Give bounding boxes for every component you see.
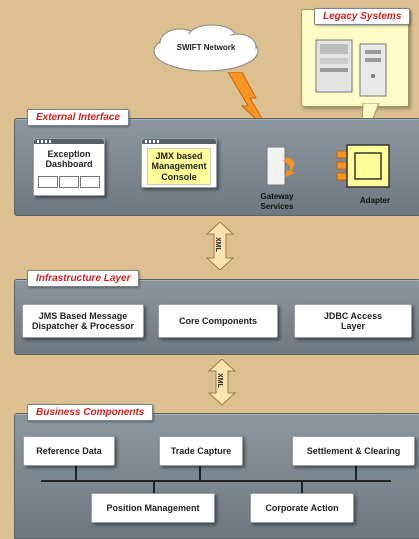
settlement-clearing-box: Settlement & Clearing: [292, 436, 415, 466]
xml-label: XML: [215, 373, 223, 388]
core-components-label: Core Components: [178, 315, 257, 326]
adapter-icon: [336, 144, 390, 188]
legacy-systems-callout: Legacy Systems: [301, 8, 411, 107]
gateway-server-icon: [266, 146, 295, 186]
adapter-label: Adapter: [359, 196, 391, 205]
swift-network-cloud: SWIFT Network: [150, 23, 262, 75]
corporate-action-label: Corporate Action: [265, 502, 339, 513]
gateway-services-label-1: Gateway: [260, 192, 294, 201]
dashboard-widget: [59, 175, 79, 188]
jmx-label-2: Management: [151, 161, 207, 172]
jmx-label-3: Console: [161, 171, 197, 182]
xml-label: XML: [213, 237, 221, 252]
connector-tick: [75, 466, 77, 481]
jms-label-2: Dispatcher & Processor: [31, 321, 135, 331]
exception-dashboard-box: Exception Dashboard: [33, 138, 105, 196]
jdbc-label-1: JDBC Access: [323, 310, 383, 321]
reference-data-label: Reference Data: [36, 445, 102, 456]
corporate-action-box: Corporate Action: [250, 493, 354, 523]
jmx-console-box: JMX based Management Console: [141, 138, 217, 188]
external-interface-title: External Interface: [27, 109, 129, 126]
lightning-bolt-icon: [227, 72, 271, 133]
external-interface-panel: External Interface Exception Dashboard J…: [14, 109, 419, 216]
core-components-box: Core Components: [158, 304, 278, 338]
legacy-systems-title: Legacy Systems: [314, 8, 411, 25]
exception-dashboard-label-2: Dashboard: [45, 159, 93, 170]
cloud-icon: [153, 24, 259, 72]
gateway-services-label-2: Services: [260, 202, 294, 211]
connector-tick: [301, 481, 303, 493]
trade-capture-label: Trade Capture: [170, 445, 232, 456]
position-management-box: Position Management: [91, 493, 215, 523]
jms-dispatcher-box: JMS Based Message Dispatcher & Processor: [22, 304, 144, 338]
connector-line: [41, 480, 391, 482]
trade-capture-box: Trade Capture: [159, 436, 243, 466]
business-components-panel: Business Components Reference Data Trade…: [14, 404, 419, 539]
connector-tick: [355, 466, 357, 481]
legacy-server-icon: [315, 39, 387, 97]
infrastructure-layer-panel: Infrastructure Layer JMS Based Message D…: [14, 270, 419, 355]
jms-label-1: JMS Based Message: [38, 310, 128, 321]
business-components-title: Business Components: [27, 404, 154, 421]
dashboard-widget: [38, 175, 58, 188]
connector-tick: [153, 481, 155, 493]
infrastructure-layer-title: Infrastructure Layer: [27, 270, 140, 287]
jmx-label-1: JMX based: [155, 151, 203, 161]
jdbc-access-box: JDBC Access Layer: [294, 304, 412, 338]
xml-double-arrow-icon: [205, 222, 235, 270]
jdbc-label-2: Layer: [340, 321, 366, 331]
settlement-clearing-label: Settlement & Clearing: [306, 445, 401, 456]
connector-tick: [199, 466, 201, 481]
dashboard-widget: [80, 175, 100, 188]
swift-network-label: SWIFT Network: [176, 43, 236, 52]
reference-data-box: Reference Data: [23, 436, 115, 466]
xml-double-arrow-icon: [207, 359, 237, 405]
position-management-label: Position Management: [106, 502, 200, 513]
exception-dashboard-label-1: Exception: [47, 149, 91, 159]
